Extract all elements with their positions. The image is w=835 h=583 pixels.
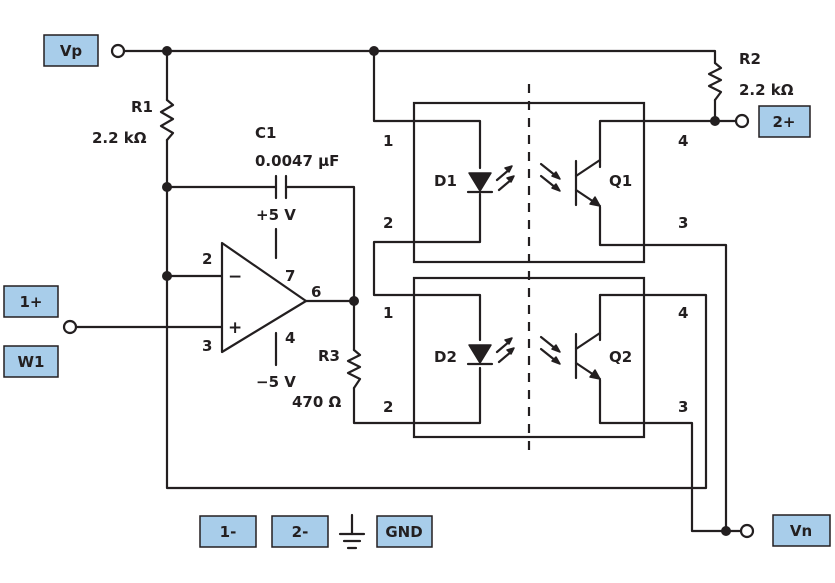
led-d1 xyxy=(466,165,515,194)
terminal-w1-label: W1 xyxy=(18,353,45,371)
junction-dot xyxy=(162,271,172,281)
terminal-1-plus: 1+ xyxy=(3,285,59,318)
junction-dot xyxy=(349,296,359,306)
terminal-2-plus-label: 2+ xyxy=(772,113,795,131)
phototransistor-q1 xyxy=(539,158,602,208)
supply-positive: +5 V xyxy=(256,206,296,224)
terminal-1-minus: 1- xyxy=(199,515,257,548)
led-d2 xyxy=(466,337,515,366)
two-plus-terminal-circle xyxy=(734,113,750,129)
q2-label: Q2 xyxy=(609,348,632,366)
top-pin-2: 2 xyxy=(383,214,393,232)
top-pin-3: 3 xyxy=(678,214,688,232)
resistor-r3 xyxy=(346,348,362,390)
resistor-r2 xyxy=(707,61,723,102)
bottom-pin-3: 3 xyxy=(678,398,688,416)
vp-terminal-circle xyxy=(110,43,126,59)
c1-name: C1 xyxy=(255,124,276,142)
resistor-r1 xyxy=(159,98,175,142)
terminal-gnd-label: GND xyxy=(385,523,422,541)
d2-label: D2 xyxy=(434,348,457,366)
terminal-1-minus-label: 1- xyxy=(220,523,237,541)
opamp-pin-inv: 2 xyxy=(202,250,212,268)
junction-dot xyxy=(369,46,379,56)
opamp-pin-vpos: 7 xyxy=(285,267,295,285)
input-terminal-circle xyxy=(62,319,78,335)
bottom-pin-4: 4 xyxy=(678,304,688,322)
opamp-pin-noninv: 3 xyxy=(202,337,212,355)
d1-label: D1 xyxy=(434,172,457,190)
terminal-gnd: GND xyxy=(376,515,433,548)
vn-terminal-circle xyxy=(739,523,755,539)
r2-value: 2.2 kΩ xyxy=(739,81,794,99)
op-amp xyxy=(220,241,308,354)
top-pin-4: 4 xyxy=(678,132,688,150)
bottom-pin-2: 2 xyxy=(383,398,393,416)
terminal-vn: Vn xyxy=(772,514,831,547)
terminal-2-minus-label: 2- xyxy=(292,523,309,541)
r3-name: R3 xyxy=(318,347,340,365)
r2-name: R2 xyxy=(739,50,761,68)
terminal-1-plus-label: 1+ xyxy=(19,293,42,311)
terminal-vn-label: Vn xyxy=(790,522,812,540)
opamp-minus-sign: − xyxy=(228,267,242,287)
open-terminals xyxy=(62,43,755,539)
capacitor-c1 xyxy=(274,174,288,200)
terminal-vp-label: Vp xyxy=(60,42,83,60)
r1-value: 2.2 kΩ xyxy=(92,129,147,147)
bottom-pin-1: 1 xyxy=(383,304,393,322)
terminal-2-plus: 2+ xyxy=(758,105,811,138)
q1-label: Q1 xyxy=(609,172,632,190)
junctions xyxy=(162,46,731,536)
junction-dot xyxy=(721,526,731,536)
top-pin-1: 1 xyxy=(383,132,393,150)
junction-dot xyxy=(162,46,172,56)
r1-name: R1 xyxy=(131,98,153,116)
supply-negative: −5 V xyxy=(256,373,296,391)
phototransistor-q2 xyxy=(539,331,602,381)
c1-value: 0.0047 µF xyxy=(255,152,339,170)
terminal-2-minus: 2- xyxy=(271,515,329,548)
terminal-w1: W1 xyxy=(3,345,59,378)
r3-value: 470 Ω xyxy=(292,393,342,411)
junction-dot xyxy=(710,116,720,126)
ground-icon xyxy=(338,513,366,550)
opamp-pin-out: 6 xyxy=(311,283,321,301)
wires xyxy=(74,49,743,533)
opamp-plus-sign: + xyxy=(228,318,242,338)
junction-dot xyxy=(162,182,172,192)
terminal-vp: Vp xyxy=(43,34,99,67)
opamp-pin-vneg: 4 xyxy=(285,329,295,347)
